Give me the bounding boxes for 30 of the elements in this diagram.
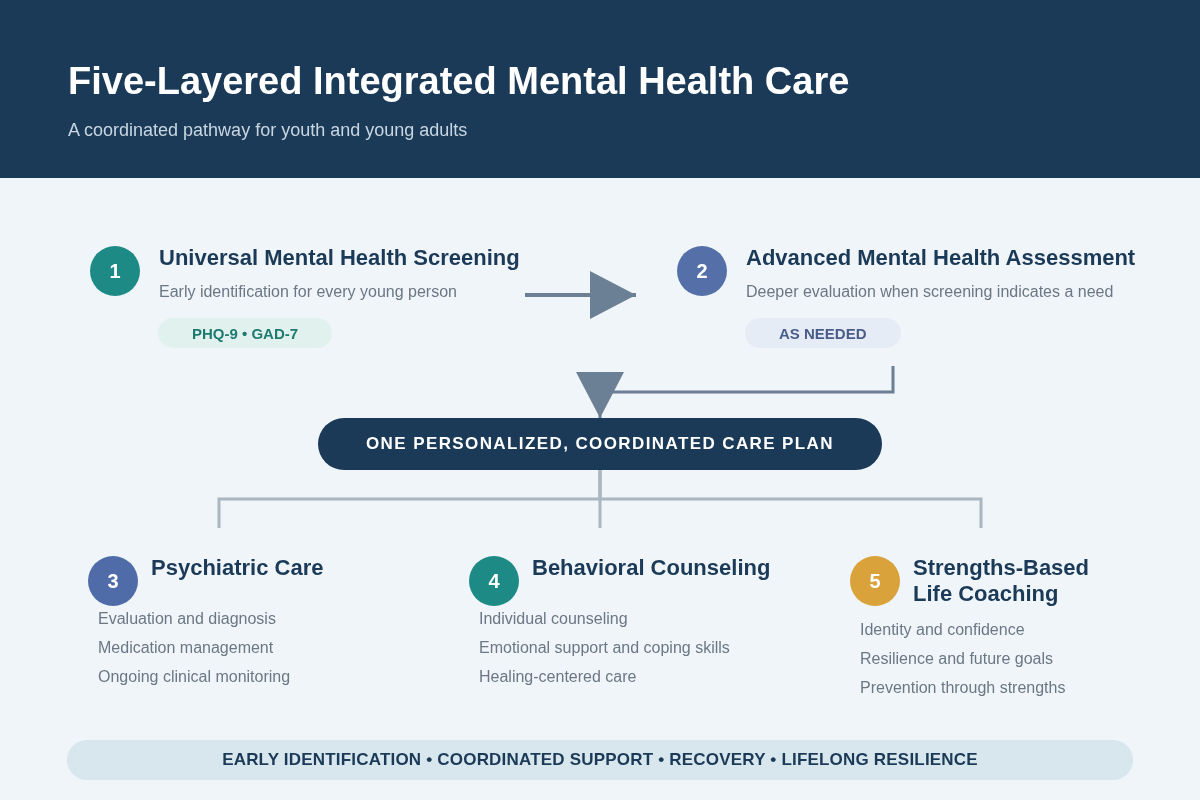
- layer-heading: Advanced Mental Health Assessment: [746, 245, 1136, 272]
- step-number-circle: 3: [88, 556, 138, 606]
- list-item: Healing-centered care: [479, 668, 637, 686]
- connector-line: [598, 470, 983, 528]
- layer-description: Early identification for every young person: [159, 283, 457, 301]
- layer-heading: Strengths-Based Life Coaching: [913, 555, 1091, 608]
- subtitle: A coordinated pathway for youth and young adults: [68, 120, 468, 141]
- step-number-circle: 5: [850, 556, 900, 606]
- layer-heading: Behavioral Counseling: [532, 555, 772, 582]
- title: Five-Layered Integrated Mental Health Care: [68, 60, 850, 103]
- list-item: Prevention through strengths: [860, 679, 1066, 697]
- list-item: Individual counseling: [479, 610, 628, 628]
- layer-heading: Psychiatric Care: [151, 555, 325, 582]
- tag-pill: PHQ-9 • GAD-7: [158, 318, 333, 348]
- layer-description: Deeper evaluation when screening indicates a need: [746, 283, 1114, 301]
- list-item: Ongoing clinical monitoring: [98, 668, 291, 686]
- list-item: Resilience and future goals: [860, 650, 1053, 668]
- step-number-circle: 1: [90, 246, 140, 296]
- summary-band: EARLY IDENTIFICATION • COORDINATED SUPPORT • RECOVERY • LIFELONG RESILIENCE: [67, 740, 1133, 780]
- step-number-circle: 4: [469, 556, 519, 606]
- tag-pill: AS NEEDED: [745, 318, 901, 348]
- layer-heading: Universal Mental Health Screening: [159, 245, 520, 272]
- care-plan-pill: ONE PERSONALIZED, COORDINATED CARE PLAN: [318, 418, 882, 470]
- list-item: Identity and confidence: [860, 621, 1025, 639]
- list-item: Emotional support and coping skills: [479, 639, 730, 657]
- step-number-circle: 2: [677, 246, 727, 296]
- list-item: Medication management: [98, 639, 274, 657]
- arrow: [576, 366, 895, 418]
- list-item: Evaluation and diagnosis: [98, 610, 276, 628]
- arrow: [525, 271, 636, 319]
